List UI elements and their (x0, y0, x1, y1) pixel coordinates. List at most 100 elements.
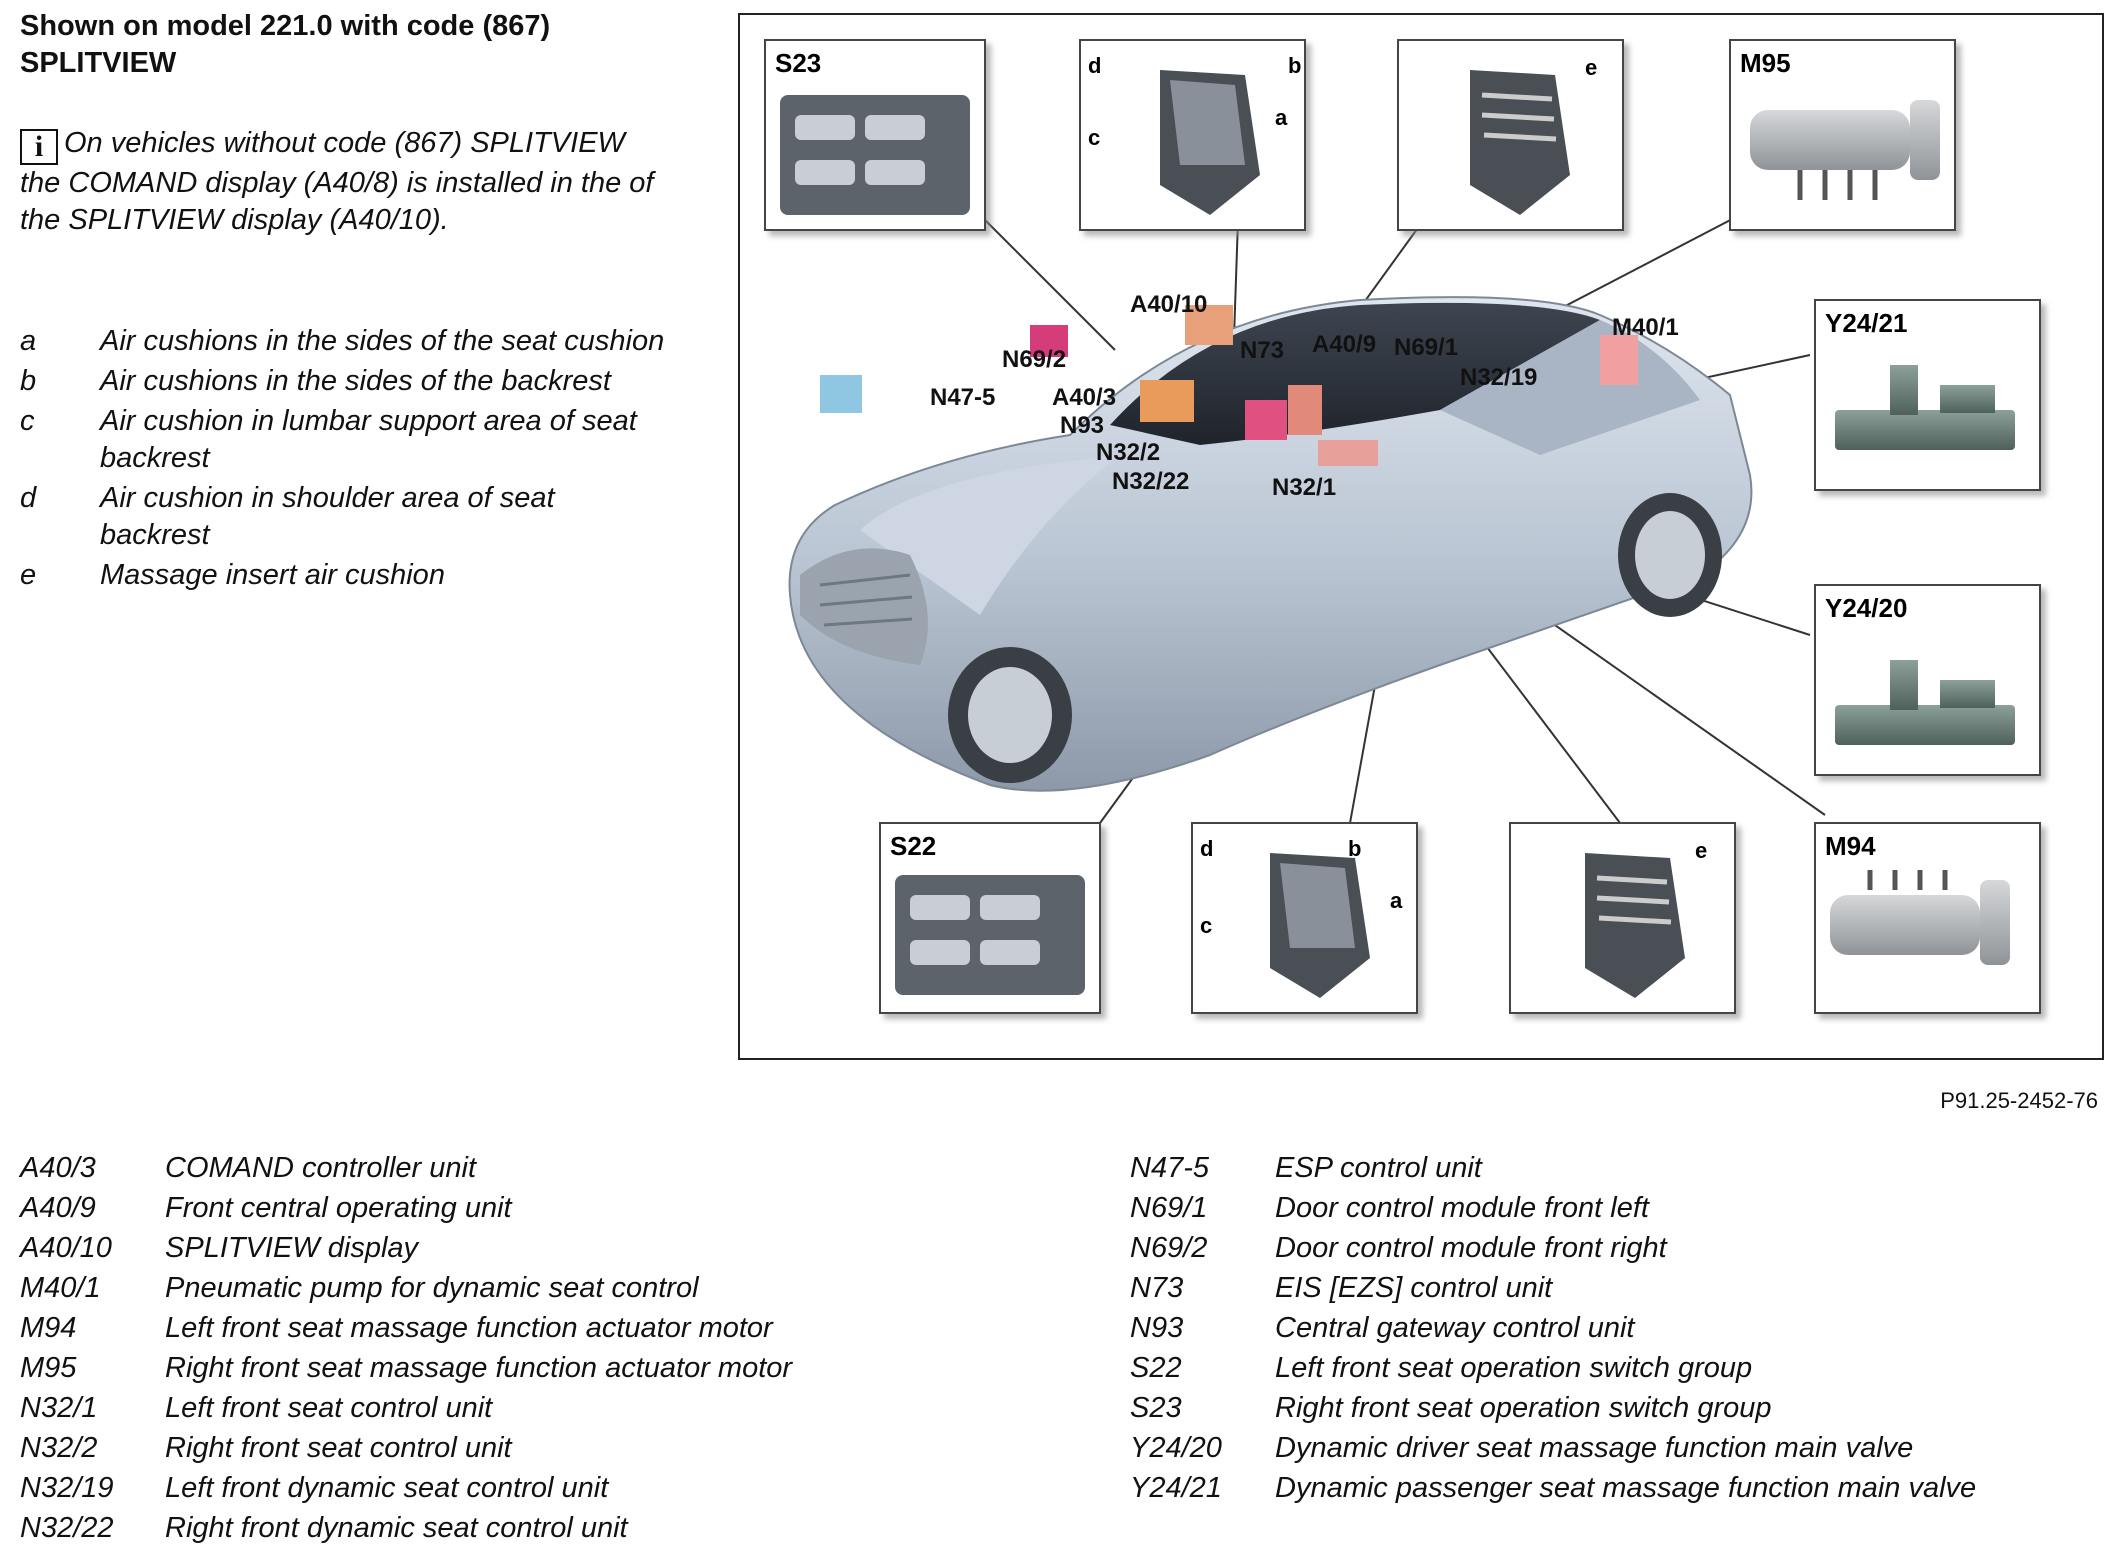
letter-desc: Air cushions in the sides of the backres… (100, 365, 611, 397)
box-seat-left-abcd: d b a c (1191, 822, 1418, 1014)
heading-line-1: Shown on model 221.0 with code (867) (20, 10, 551, 42)
legend-row: M95 Right front seat massage function act… (20, 1348, 1110, 1388)
legend-desc: Door control module front right (1275, 1232, 1667, 1264)
callout-n32-2: N32/2 (1096, 439, 1160, 466)
figure-svg: A40/10 N69/2 N73 A40/9 N69/1 M40/1 N32/1… (764, 39, 2041, 1014)
box-seat-right-abcd: d b a c (1079, 39, 1306, 231)
legend-desc: Dynamic passenger seat massage function … (1275, 1472, 1977, 1504)
legend-desc: Left front seat operation switch group (1275, 1352, 1753, 1384)
a40-3-component (1140, 380, 1194, 422)
legend-code: N32/1 (20, 1392, 98, 1424)
legend-code: M95 (20, 1352, 77, 1384)
callout-n69-2: N69/2 (1002, 346, 1066, 373)
seat-letter-a: a (1275, 105, 1288, 130)
legend-row: M94 Left front seat massage function actu… (20, 1308, 1110, 1348)
n69-2-component (1030, 325, 1068, 357)
seat-letter-e: e (1695, 838, 1707, 863)
callout-n32-22: N32/22 (1112, 468, 1189, 495)
letter-key: d (20, 482, 37, 514)
n32-1-component (1318, 440, 1378, 466)
callout-n69-1: N69/1 (1394, 334, 1458, 361)
letter-key: b (20, 365, 37, 397)
legend-code: S23 (1130, 1392, 1182, 1424)
letter-desc: Air cushions in the sides of the seat cu… (100, 325, 665, 357)
box-s22-label: S22 (890, 831, 936, 861)
legend-code: Y24/21 (1130, 1472, 1222, 1504)
n32-22-component (1288, 385, 1322, 435)
legend-row: S23 Right front seat operation switch gro… (1130, 1388, 2100, 1428)
box-m95: M95 (1729, 39, 1956, 231)
legend-code: M94 (20, 1312, 77, 1344)
box-s22: S22 (879, 822, 1101, 1014)
callout-a40-3: A40/3 (1052, 384, 1116, 411)
legend-desc: Left front seat control unit (165, 1392, 493, 1424)
callout-n32-1: N32/1 (1272, 474, 1336, 501)
legend-code: N47-5 (1130, 1152, 1209, 1184)
legend-code: N32/2 (20, 1432, 98, 1464)
letter-legend: a Air cushions in the sides of the seat c… (20, 323, 670, 597)
seat-letter-b: b (1288, 53, 1301, 78)
legend-code: N32/22 (20, 1512, 114, 1544)
legend-desc: Central gateway control unit (1275, 1312, 1635, 1344)
box-s23-label: S23 (775, 48, 821, 78)
legend-code: A40/10 (20, 1232, 112, 1264)
legend-row: Y24/21 Dynamic passenger seat massage fun… (1130, 1468, 2100, 1508)
box-y24-21: Y24/21 (1814, 299, 2041, 491)
callout-n47-5: N47-5 (930, 384, 995, 411)
box-y24-21-label: Y24/21 (1825, 308, 1907, 338)
box-y24-20-label: Y24/20 (1825, 593, 1907, 623)
box-m95-label: M95 (1740, 48, 1791, 78)
legend-desc: Right front seat control unit (165, 1432, 512, 1464)
legend-row: M40/1 Pneumatic pump for dynamic seat con… (20, 1268, 1110, 1308)
legend-code: M40/1 (20, 1272, 101, 1304)
callout-a40-9: A40/9 (1312, 331, 1376, 358)
legend-row: N32/1 Left front seat control unit (20, 1388, 1110, 1428)
callout-n73: N73 (1240, 337, 1284, 364)
m40-1-component (1600, 335, 1638, 385)
legend-desc: Right front seat operation switch group (1275, 1392, 1772, 1424)
letter-key: a (20, 325, 37, 357)
letter-desc: Air cushion in shoulder area of seat bac… (100, 482, 555, 551)
legend-row: N32/22 Right front dynamic seat control u… (20, 1508, 1110, 1548)
box-s23: S23 (764, 39, 986, 231)
legend-desc: Front central operating unit (165, 1192, 512, 1224)
letter-legend-item: a Air cushions in the sides of the seat c… (20, 323, 670, 360)
callout-n93: N93 (1060, 412, 1104, 439)
legend-desc: Right front seat massage function actuat… (165, 1352, 793, 1384)
letter-legend-item: d Air cushion in shoulder area of seat ba… (20, 480, 670, 554)
callout-m40-1: M40/1 (1612, 314, 1679, 341)
seat-letter-d: d (1200, 836, 1213, 861)
legend-code: A40/9 (20, 1192, 96, 1224)
seat-letter-d: d (1088, 53, 1101, 78)
legend-desc: Pneumatic pump for dynamic seat control (165, 1272, 699, 1304)
a40-10-component (1185, 305, 1233, 345)
legend-row: A40/10 SPLITVIEW display (20, 1228, 1110, 1268)
legend-row: N47-5 ESP control unit (1130, 1148, 2100, 1188)
legend-code: S22 (1130, 1352, 1182, 1384)
seat-letter-c: c (1200, 913, 1212, 938)
legend-code: A40/3 (20, 1152, 96, 1184)
legend-desc: Left front seat massage function actuato… (165, 1312, 773, 1344)
box-y24-20: Y24/20 (1814, 584, 2041, 776)
legend-desc: ESP control unit (1275, 1152, 1482, 1184)
letter-legend-item: b Air cushions in the sides of the backre… (20, 363, 670, 400)
seat-letter-e: e (1585, 55, 1597, 80)
document-heading: Shown on model 221.0 with code (867) SPL… (20, 8, 670, 82)
info-note-text: On vehicles without code (867) SPLITVIEW… (20, 127, 654, 236)
box-seat-right-e: e (1397, 39, 1624, 231)
legend-desc: Door control module front left (1275, 1192, 1649, 1224)
box-m94-label: M94 (1825, 831, 1876, 861)
seat-letter-c: c (1088, 125, 1100, 150)
component-location-figure: A40/10 N69/2 N73 A40/9 N69/1 M40/1 N32/1… (738, 13, 2104, 1060)
legend-row: A40/9 Front central operating unit (20, 1188, 1110, 1228)
legend-desc: SPLITVIEW display (165, 1232, 419, 1264)
legend-desc: Right front dynamic seat control unit (165, 1512, 628, 1544)
